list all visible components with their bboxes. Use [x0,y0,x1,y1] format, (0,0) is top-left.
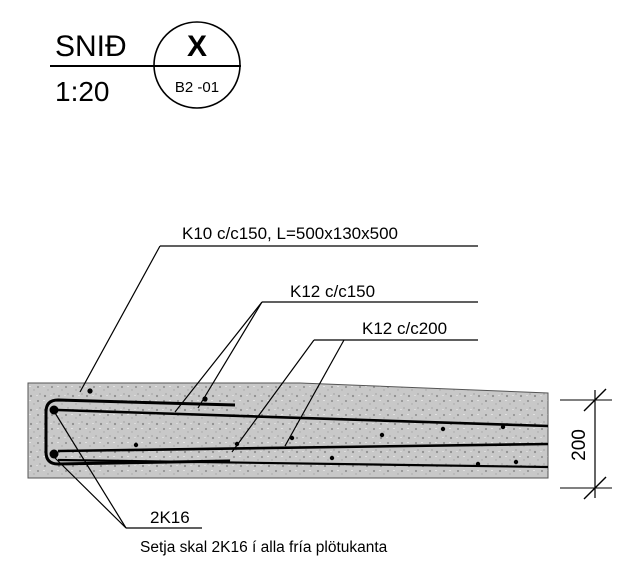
callout-edge-bars: 2K16 [51,407,202,529]
callout-top-bars: K12 c/c150 [174,282,478,413]
section-marker-letter: X [187,30,207,63]
callout-edge-bars-text: 2K16 [150,508,190,527]
bar-dot [440,426,446,432]
bar-dot [133,442,139,448]
bar-dot [329,455,335,461]
bar-dot [500,424,506,430]
callout-bottom-bars-text: K12 c/c200 [362,319,447,338]
callout-stirrups: K10 c/c150, L=500x130x500 [79,224,478,393]
callout-top-bars-text: K12 c/c150 [290,282,375,301]
bar-dot [475,461,481,467]
scale-label: 1:20 [55,76,110,107]
bar-dot [513,459,519,465]
edge-bar-top [49,405,59,415]
bar-dot [87,388,93,394]
reinforcement [44,388,549,469]
bar-dot [379,432,385,438]
callout-bottom-bars: K12 c/c200 [231,319,478,453]
edge-bar-bottom [49,449,59,459]
edge-note: Setja skal 2K16 í alla fría plötukanta [140,539,388,556]
callout-stirrups-text: K10 c/c150, L=500x130x500 [182,224,398,243]
section-marker-circle [153,21,241,109]
drawing-reference: B2 -01 [175,79,219,96]
stirrup-k10 [44,398,236,466]
bottom-bar-k12 [57,442,549,453]
thickness-dimension: 200 [560,388,612,500]
section-label: SNIÐ [55,30,127,63]
lower-bar [57,458,549,469]
thickness-value: 200 [569,429,590,461]
bar-dot [289,435,295,441]
concrete-slab [27,382,549,479]
top-bar-k12 [57,408,549,428]
